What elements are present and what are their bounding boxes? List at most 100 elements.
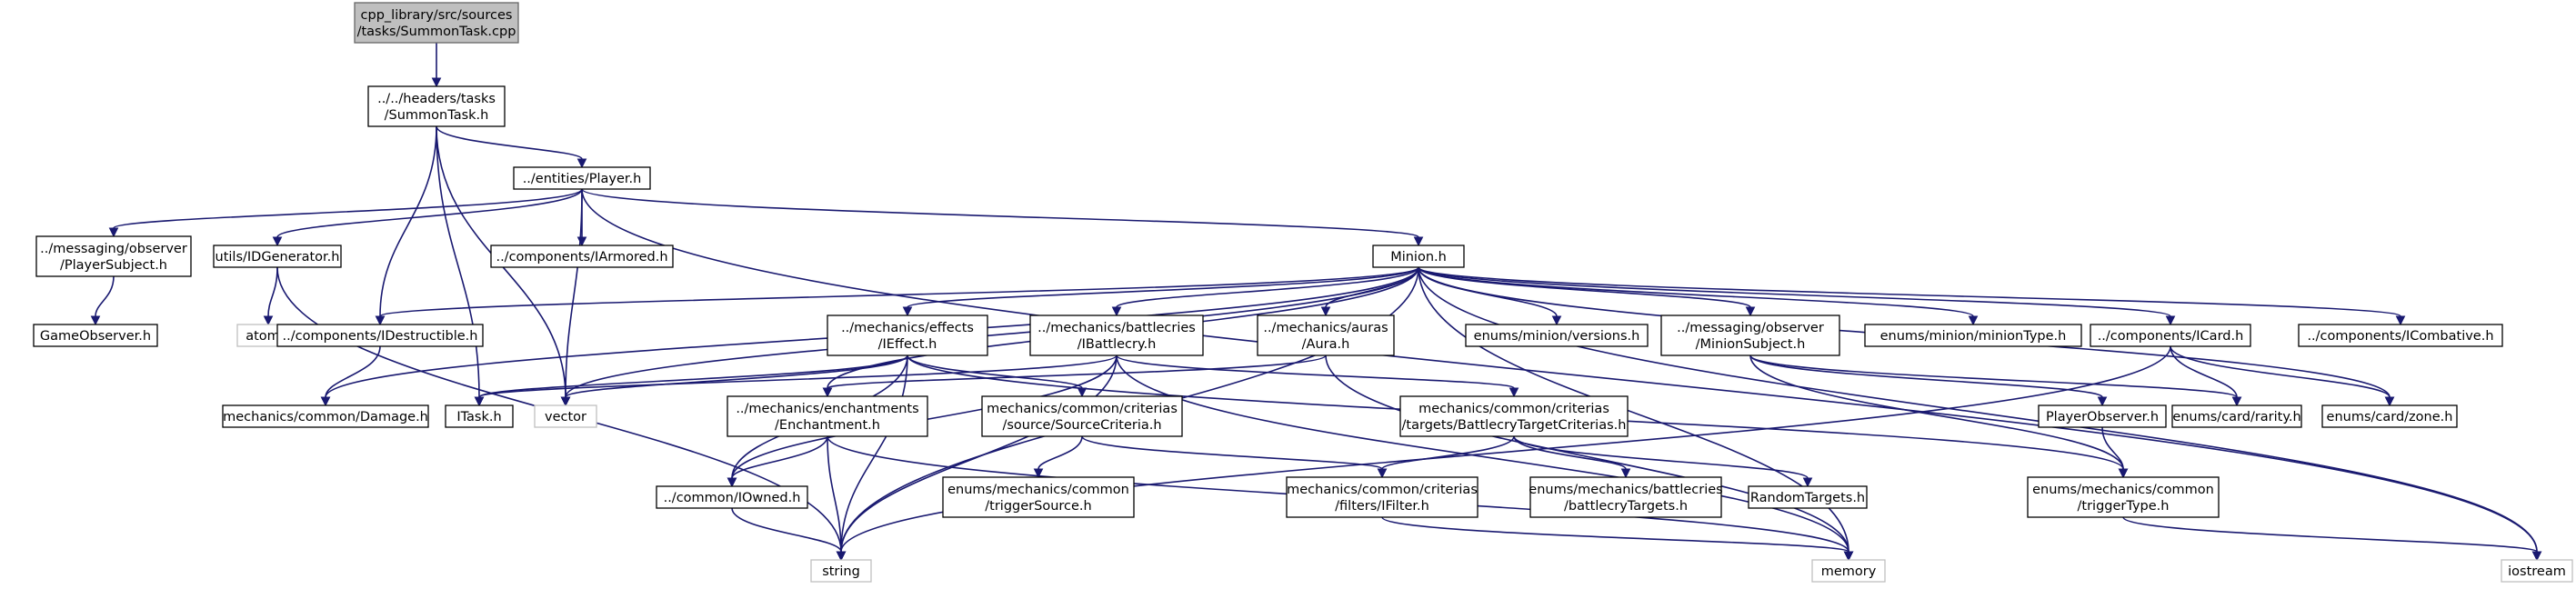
edge-arrowhead xyxy=(902,306,913,317)
graph-node-minionsubject-h[interactable]: ../messaging/observer/MinionSubject.h xyxy=(1660,314,1840,356)
node-label: ../mechanics/effects xyxy=(841,321,974,335)
graph-node-triggertype-h[interactable]: enums/mechanics/common/triggerType.h xyxy=(2027,476,2220,518)
include-edge-summontask_h-to-itask_h xyxy=(436,125,480,398)
graph-node-idestructible-h[interactable]: ../components/IDestructible.h xyxy=(276,324,484,347)
graph-node-iostream[interactable]: iostream xyxy=(2501,559,2573,583)
node-label: ../../headers/tasks xyxy=(377,92,496,106)
node-label: string xyxy=(822,564,860,579)
graph-node-iarmored-h[interactable]: ../components/IArmored.h xyxy=(490,245,674,268)
include-edge-sourcecriteria_h-to-ifilter_h xyxy=(1081,435,1383,470)
graph-node-player-h[interactable]: ../entities/Player.h xyxy=(513,166,651,190)
node-label: enums/mechanics/common xyxy=(947,483,1129,497)
include-edge-minion_h-to-vector xyxy=(565,266,1419,398)
node-label: Minion.h xyxy=(1390,250,1447,265)
node-label: utils/IDGenerator.h xyxy=(216,250,340,265)
edge-arrowhead xyxy=(1802,477,1813,488)
node-box xyxy=(35,235,192,277)
edge-arrowhead xyxy=(1509,387,1519,398)
node-box xyxy=(1257,314,1395,356)
node-box xyxy=(1864,324,2082,347)
node-label: mechanics/common/Damage.h xyxy=(223,410,428,424)
include-edge-ibattlecry_h-to-itask_h xyxy=(478,354,1118,398)
graph-node-damage-h[interactable]: mechanics/common/Damage.h xyxy=(222,404,429,428)
node-box xyxy=(33,324,158,347)
node-label: ../mechanics/auras xyxy=(1263,321,1388,335)
include-edge-player_h-to-vector xyxy=(565,188,583,398)
edge-arrowhead xyxy=(375,315,386,326)
edge-arrowhead xyxy=(272,236,283,247)
graph-node-minion-h[interactable]: Minion.h xyxy=(1372,245,1465,268)
node-box xyxy=(354,2,519,44)
graph-node-battlecrytargets-h[interactable]: enums/mechanics/battlecries/battlecryTar… xyxy=(1529,476,1723,518)
graph-node-string[interactable]: string xyxy=(810,559,872,583)
node-label: ../mechanics/enchantments xyxy=(736,402,918,416)
node-box xyxy=(656,485,808,509)
graph-node-enchantment-h[interactable]: ../mechanics/enchantments/Enchantment.h xyxy=(727,395,928,437)
edge-arrowhead xyxy=(431,77,442,88)
graph-node-vector[interactable]: vector xyxy=(534,404,597,428)
edge-arrowhead xyxy=(2165,315,2176,326)
include-edge-aura_h-to-enchantment_h xyxy=(827,354,1327,389)
node-box xyxy=(1465,324,1649,347)
graph-node-memory[interactable]: memory xyxy=(1811,559,1886,583)
graph-node-zone-h[interactable]: enums/card/zone.h xyxy=(2321,404,2458,428)
include-edge-minionsubject_h-to-rarity_h xyxy=(1749,354,2238,398)
graph-node-ieffect-h[interactable]: ../mechanics/effects/IEffect.h xyxy=(827,314,988,356)
node-label: ../common/IOwned.h xyxy=(664,491,801,505)
graph-node-icombative-h[interactable]: ../components/ICombative.h xyxy=(2298,324,2503,347)
node-box xyxy=(1372,245,1465,268)
include-edge-minionsubject_h-to-playerobserver_h xyxy=(1749,354,2103,398)
graph-node-versions-h[interactable]: enums/minion/versions.h xyxy=(1465,324,1649,347)
include-edge-idgenerator_h-to-atomic xyxy=(267,266,278,317)
edge-arrowhead xyxy=(836,551,847,562)
include-edge-minion_h-to-ieffect_h xyxy=(907,266,1419,308)
node-label: enums/card/rarity.h xyxy=(2172,410,2300,424)
graph-node-sourcecriteria-h[interactable]: mechanics/common/criterias/source/Source… xyxy=(981,395,1183,437)
graph-node-idgenerator-h[interactable]: utils/IDGenerator.h xyxy=(213,245,342,268)
include-edge-idestructible_h-to-damage_h xyxy=(325,345,381,398)
include-edge-player_h-to-minion_h xyxy=(581,188,1419,238)
graph-node-rarity-h[interactable]: enums/card/rarity.h xyxy=(2171,404,2302,428)
graph-node-iowned-h[interactable]: ../common/IOwned.h xyxy=(656,485,808,509)
node-label: ../components/ICombative.h xyxy=(2307,329,2493,344)
include-edge-icard_h-to-zone_h xyxy=(2170,345,2391,398)
include-edge-ibattlecry_h-to-battlecrytargetcriterias_h xyxy=(1116,354,1515,389)
graph-node-miniontype-h[interactable]: enums/minion/minionType.h xyxy=(1864,324,2082,347)
graph-node-randomtargets-h[interactable]: RandomTargets.h xyxy=(1748,485,1868,509)
graph-node-playerobserver-h[interactable]: PlayerObserver.h xyxy=(2038,404,2167,428)
include-edge-minion_h-to-icard_h xyxy=(1418,266,2171,317)
node-label: ../entities/Player.h xyxy=(523,172,642,186)
graph-node-triggersource-h[interactable]: enums/mechanics/common/triggerSource.h xyxy=(942,476,1135,518)
graph-node-itask-h[interactable]: ITask.h xyxy=(445,404,514,428)
graph-node-icard-h[interactable]: ../components/ICard.h xyxy=(2090,324,2251,347)
node-box xyxy=(1286,476,1478,518)
edge-arrowhead xyxy=(1377,468,1388,479)
include-edge-triggertype_h-to-iostream xyxy=(2122,516,2538,553)
include-edge-enchantment_h-to-string xyxy=(827,435,842,553)
include-edge-enchantment_h-to-iowned_h xyxy=(731,435,828,479)
graph-node-gameobserver-h[interactable]: GameObserver.h xyxy=(33,324,158,347)
edge-arrowhead xyxy=(2231,396,2242,407)
graph-node-battlecrytargetcriterias-h[interactable]: mechanics/common/criterias/targets/Battl… xyxy=(1399,395,1629,437)
graph-node-summontask-h[interactable]: ../../headers/tasks/SummonTask.h xyxy=(367,85,506,127)
node-box xyxy=(445,404,514,428)
edge-arrowhead xyxy=(1843,551,1854,562)
node-label: mechanics/common/criterias xyxy=(1287,483,1478,497)
edge-arrowhead xyxy=(1551,315,1562,326)
include-edge-battlecrytargetcriterias_h-to-ifilter_h xyxy=(1381,435,1515,470)
include-edge-ieffect_h-to-vector xyxy=(565,354,908,398)
edge-arrowhead xyxy=(90,315,101,326)
include-edge-player_h-to-idgenerator_h xyxy=(276,188,583,238)
graph-node-ifilter-h[interactable]: mechanics/common/criterias/filters/IFilt… xyxy=(1286,476,1478,518)
node-label: /triggerType.h xyxy=(2078,499,2170,514)
edge-arrowhead xyxy=(560,396,571,407)
graph-node-ibattlecry-h[interactable]: ../mechanics/battlecries/IBattlecry.h xyxy=(1029,314,1204,356)
include-edge-minion_h-to-idestructible_h xyxy=(379,266,1419,317)
node-label: ../messaging/observer xyxy=(1677,321,1824,335)
graph-node-aura-h[interactable]: ../mechanics/auras/Aura.h xyxy=(1257,314,1395,356)
edge-arrowhead xyxy=(1111,306,1122,317)
graph-node-playersubject-h[interactable]: ../messaging/observer/PlayerSubject.h xyxy=(35,235,192,277)
edge-arrowhead xyxy=(320,396,331,407)
node-box xyxy=(981,395,1183,437)
include-edge-player_h-to-iostream xyxy=(581,188,2538,553)
